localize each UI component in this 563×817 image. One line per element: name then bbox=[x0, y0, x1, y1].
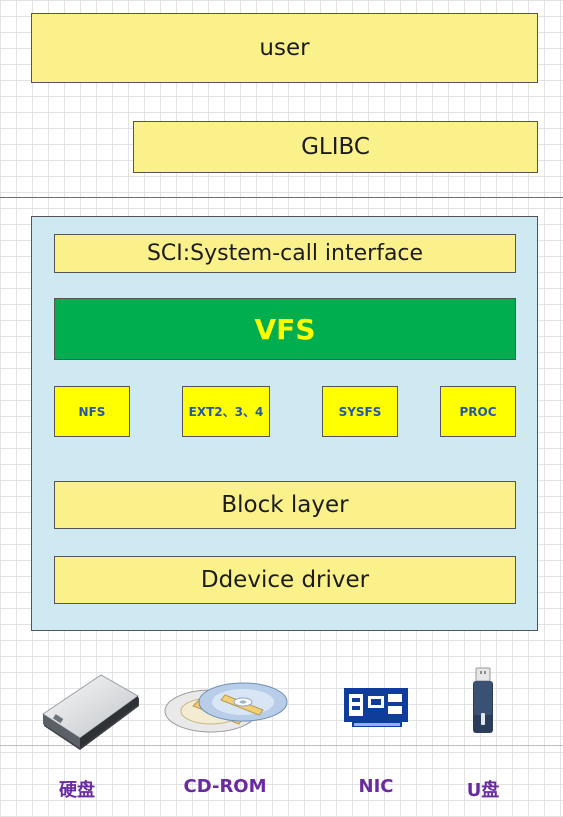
block-layer-label: Block layer bbox=[221, 492, 349, 518]
network-card-icon bbox=[344, 686, 408, 730]
filesystem-proc-box: PROC bbox=[440, 386, 516, 437]
device-driver-box: Ddevice driver bbox=[54, 556, 516, 604]
block-layer-box: Block layer bbox=[54, 481, 516, 529]
device-label-usb-drive: U盘 bbox=[466, 780, 500, 801]
usb-drive-icon bbox=[471, 667, 495, 735]
hard-disk-icon bbox=[40, 672, 142, 756]
filesystem-sysfs-box: SYSFS bbox=[322, 386, 398, 437]
filesystem-ext-label: EXT2、3、4 bbox=[188, 405, 264, 419]
filesystem-nfs-box: NFS bbox=[54, 386, 130, 437]
filesystem-nfs-label: NFS bbox=[78, 404, 106, 419]
filesystem-sysfs-label: SYSFS bbox=[338, 404, 382, 419]
sci-label: SCI:System-call interface bbox=[146, 241, 424, 266]
filesystem-proc-label: PROC bbox=[459, 404, 497, 419]
vfs-label: VFS bbox=[254, 312, 316, 346]
glibc-layer-box: GLIBC bbox=[133, 121, 538, 173]
device-label-nic: NIC bbox=[358, 776, 394, 797]
device-driver-label: Ddevice driver bbox=[200, 567, 370, 593]
glibc-layer-label: GLIBC bbox=[301, 134, 370, 160]
cd-rom-icon bbox=[163, 680, 289, 736]
user-layer-label: user bbox=[259, 35, 310, 61]
user-layer-box: user bbox=[31, 13, 538, 83]
device-label-cd-rom: CD-ROM bbox=[183, 776, 267, 797]
hardware-divider bbox=[0, 745, 563, 746]
filesystem-ext-box: EXT2、3、4 bbox=[182, 386, 270, 437]
user-kernel-divider bbox=[0, 197, 563, 198]
sci-box: SCI:System-call interface bbox=[54, 234, 516, 273]
vfs-box: VFS bbox=[54, 298, 516, 360]
device-label-hard-disk: 硬盘 bbox=[59, 780, 95, 801]
